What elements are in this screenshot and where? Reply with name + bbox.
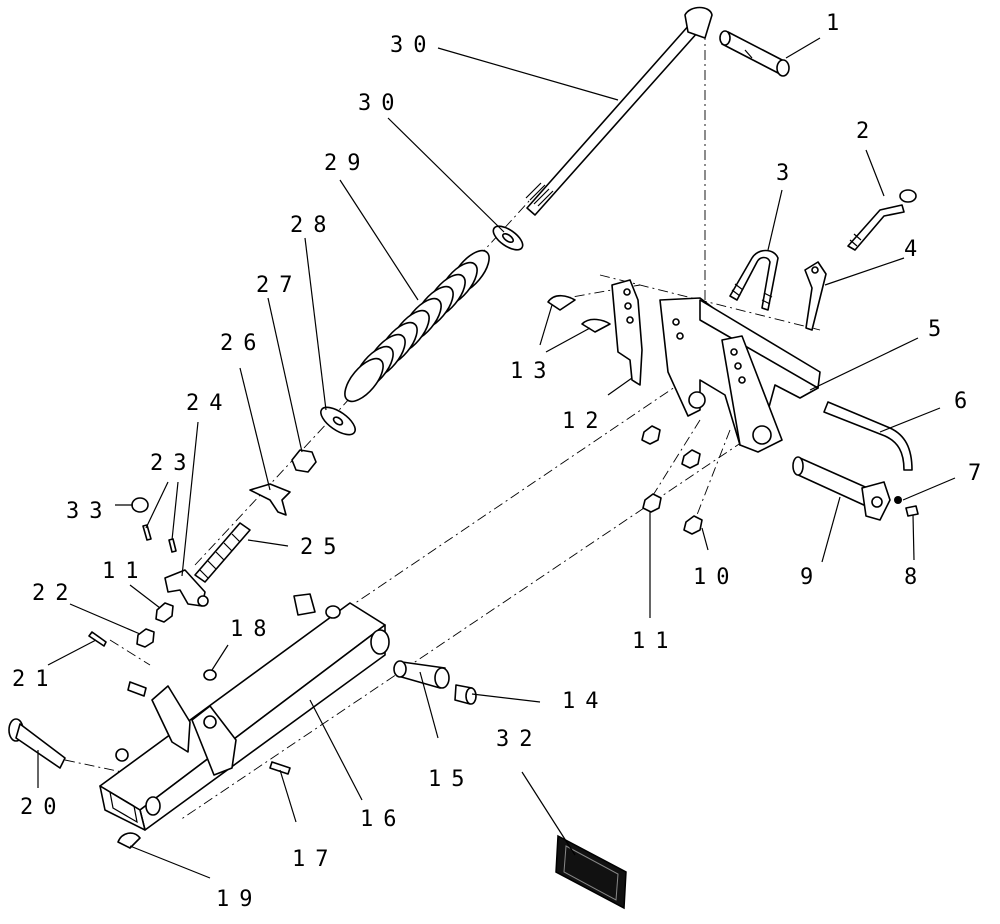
part-14-bushing[interactable] [454,684,477,705]
part-13-clips[interactable] [547,294,611,333]
part-22-nut[interactable] [136,628,155,648]
callout-20: 20 [20,795,67,820]
callout-5: 5 [928,317,951,342]
part-15-bushing[interactable] [393,660,450,689]
part-32-decal[interactable] [555,834,627,910]
part-3-u-bolt[interactable] [729,249,779,311]
callout-7: 7 [968,461,991,486]
callout-21: 21 [12,667,59,692]
part-6-rod[interactable] [823,401,913,471]
part-21-cotter[interactable] [88,631,107,647]
part-27-nut[interactable] [291,449,317,473]
part-25-threaded-rod[interactable] [194,522,251,583]
callout-18: 18 [230,617,277,642]
callout-33: 33 [66,499,113,524]
callout-28: 28 [290,213,337,238]
part-24-clevis[interactable] [164,569,209,607]
callout-14: 14 [562,689,609,714]
part-1-pin[interactable] [719,30,790,77]
leader-lines [37,37,956,879]
part-18-nut[interactable] [203,669,217,681]
callout-9: 9 [800,565,823,590]
part-2-j-bolt[interactable] [847,189,917,251]
part-20-pin[interactable] [8,718,66,769]
callout-6: 6 [954,389,977,414]
callout-13: 13 [510,359,557,384]
callout-17: 17 [292,847,339,872]
callout-8: 8 [904,565,927,590]
part-10-nut[interactable] [683,515,703,535]
part-29-spring[interactable] [338,244,496,407]
part-28-washer[interactable] [316,402,359,440]
part-4-bracket[interactable] [804,261,827,331]
part-16-tube[interactable] [99,602,390,831]
callout-31: 30 [390,33,437,58]
part-11-nut-left[interactable] [155,602,174,623]
part-5-bracket[interactable] [659,297,821,453]
part-11-nuts-right[interactable] [641,425,701,513]
callout-25: 25 [300,535,347,560]
callout-labels: 30 1 2 3 4 5 6 7 8 9 10 11 12 13 14 15 1… [12,11,991,912]
part-33-ball[interactable] [131,497,149,513]
callout-10: 10 [693,565,740,590]
part-8-bolt[interactable] [905,505,919,517]
part-bushing-top[interactable] [293,593,341,619]
callout-12: 12 [562,409,609,434]
part-stud-left[interactable] [115,681,147,762]
part-7-washer[interactable] [894,496,902,504]
callout-23: 23 [150,451,197,476]
callout-16: 16 [360,807,407,832]
part-17-pin[interactable] [269,761,291,775]
part-9-pin[interactable] [792,456,891,521]
callout-3: 3 [776,161,799,186]
callout-26: 26 [220,331,267,356]
part-30-washer[interactable] [489,222,526,255]
callout-19: 19 [216,887,263,912]
callout-4: 4 [904,237,927,262]
part-23-pins[interactable] [142,524,177,553]
callout-32: 32 [496,727,543,752]
callout-11-left: 11 [102,559,149,584]
part-31-rod[interactable] [525,6,713,216]
callout-11-right: 11 [632,629,679,654]
callout-22: 22 [32,581,79,606]
callout-29: 29 [324,151,371,176]
callout-24: 24 [186,391,233,416]
part-26-wing-nut[interactable] [249,483,291,516]
callout-15: 15 [428,767,475,792]
callout-27: 27 [256,273,303,298]
callout-30: 30 [358,91,405,116]
callout-1: 1 [826,11,849,36]
part-19-clip[interactable] [117,832,141,849]
part-12-lever[interactable] [611,279,643,386]
callout-2: 2 [856,119,879,144]
